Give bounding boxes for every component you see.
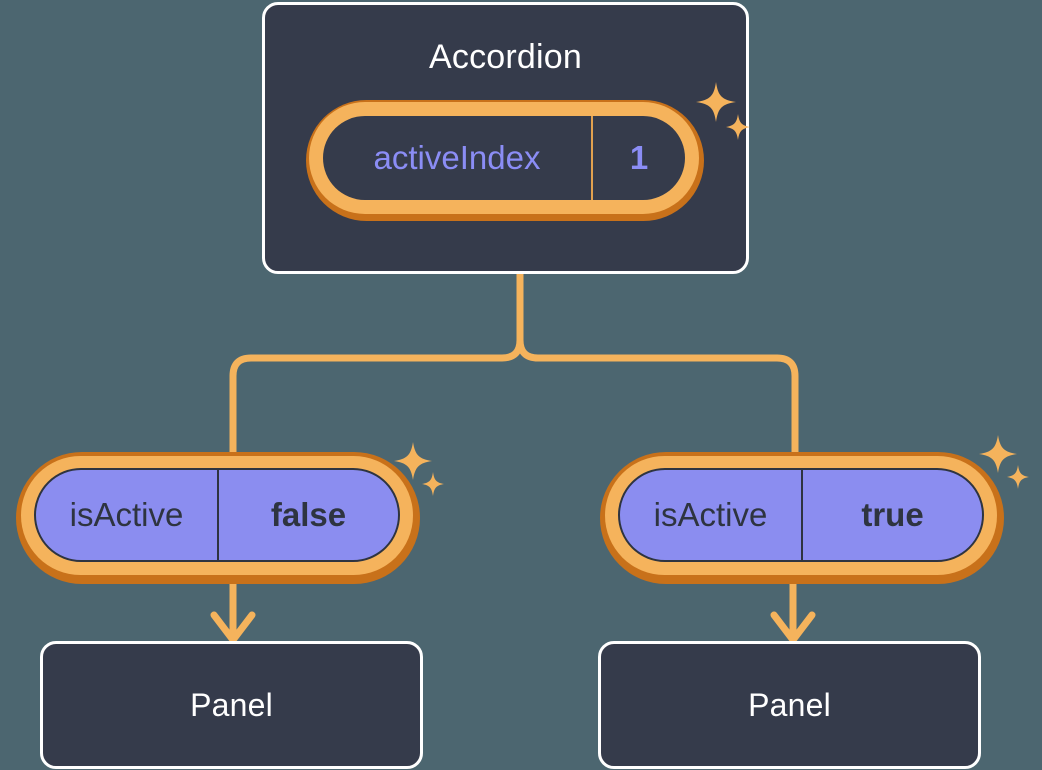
- capsule-body: isActive false: [34, 468, 400, 562]
- prop-value-label: false: [217, 470, 398, 560]
- state-capsule-activeindex[interactable]: activeIndex 1: [306, 100, 704, 221]
- prop-key-label: isActive: [653, 496, 768, 533]
- panel-title: Panel: [748, 686, 831, 723]
- panel-component-card-right[interactable]: Panel: [598, 641, 981, 769]
- prop-value-label: true: [801, 470, 982, 560]
- arrowhead-right-panel: [770, 611, 816, 644]
- wire-to-left-branch: [229, 270, 524, 474]
- accordion-title: Accordion: [429, 38, 582, 76]
- state-value-label: 1: [591, 116, 685, 200]
- state-capsule-isactive-true[interactable]: isActive true: [600, 452, 1004, 584]
- panel-title: Panel: [190, 686, 273, 723]
- prop-key-label: isActive: [69, 496, 184, 533]
- wire-to-right-branch: [516, 270, 799, 474]
- arrowhead-left-panel: [210, 611, 256, 644]
- panel-component-card-left[interactable]: Panel: [40, 641, 423, 769]
- capsule-body: isActive true: [618, 468, 984, 562]
- state-key-label: activeIndex: [373, 139, 541, 176]
- capsule-body: activeIndex 1: [323, 116, 685, 200]
- state-capsule-isactive-false[interactable]: isActive false: [16, 452, 420, 584]
